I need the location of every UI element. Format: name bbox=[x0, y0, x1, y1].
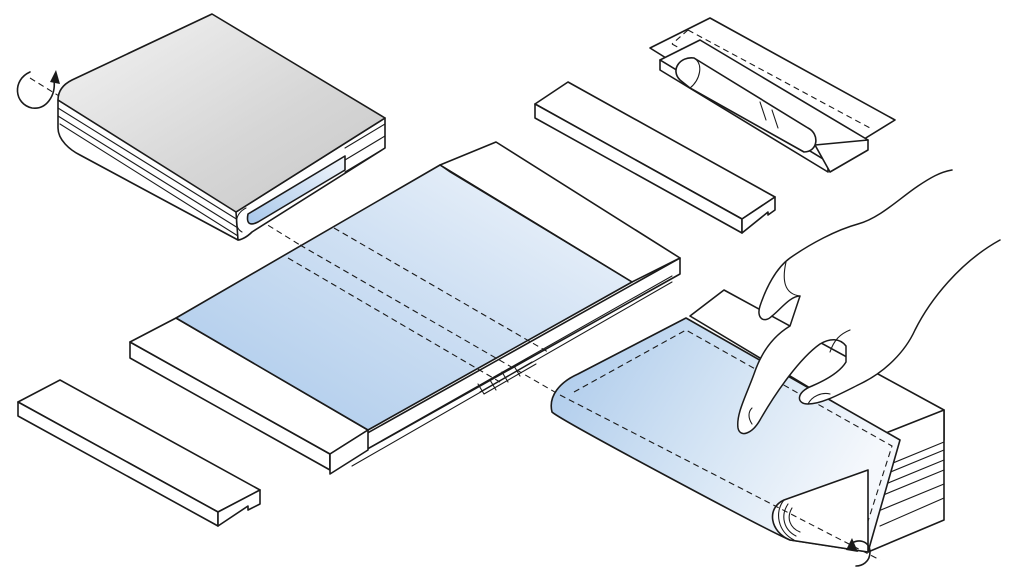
hinge-teeth bbox=[475, 357, 537, 395]
unfolded-device-center bbox=[129, 141, 681, 475]
rolled-screen bbox=[675, 57, 817, 153]
folded-device-with-hand bbox=[550, 169, 1001, 567]
device-side bbox=[57, 99, 239, 241]
rolled-hinge-detail bbox=[649, 17, 896, 173]
arrowhead-icon bbox=[50, 70, 60, 84]
device-top-face bbox=[57, 13, 386, 213]
fold-axis-line-right bbox=[559, 394, 881, 561]
folded-device-top-left bbox=[16, 13, 386, 246]
inner-screen-slot bbox=[246, 155, 346, 225]
arrowhead-icon bbox=[846, 538, 858, 552]
hand-illustration bbox=[737, 169, 1001, 435]
fold-axis-line-center bbox=[299, 244, 561, 396]
cover-plate-top bbox=[534, 81, 776, 234]
hand-outline bbox=[737, 169, 1001, 435]
cover-plate-bottom-left bbox=[17, 379, 261, 527]
rotation-arrow-icon bbox=[849, 540, 871, 567]
rotation-arrow-icon bbox=[16, 71, 56, 109]
